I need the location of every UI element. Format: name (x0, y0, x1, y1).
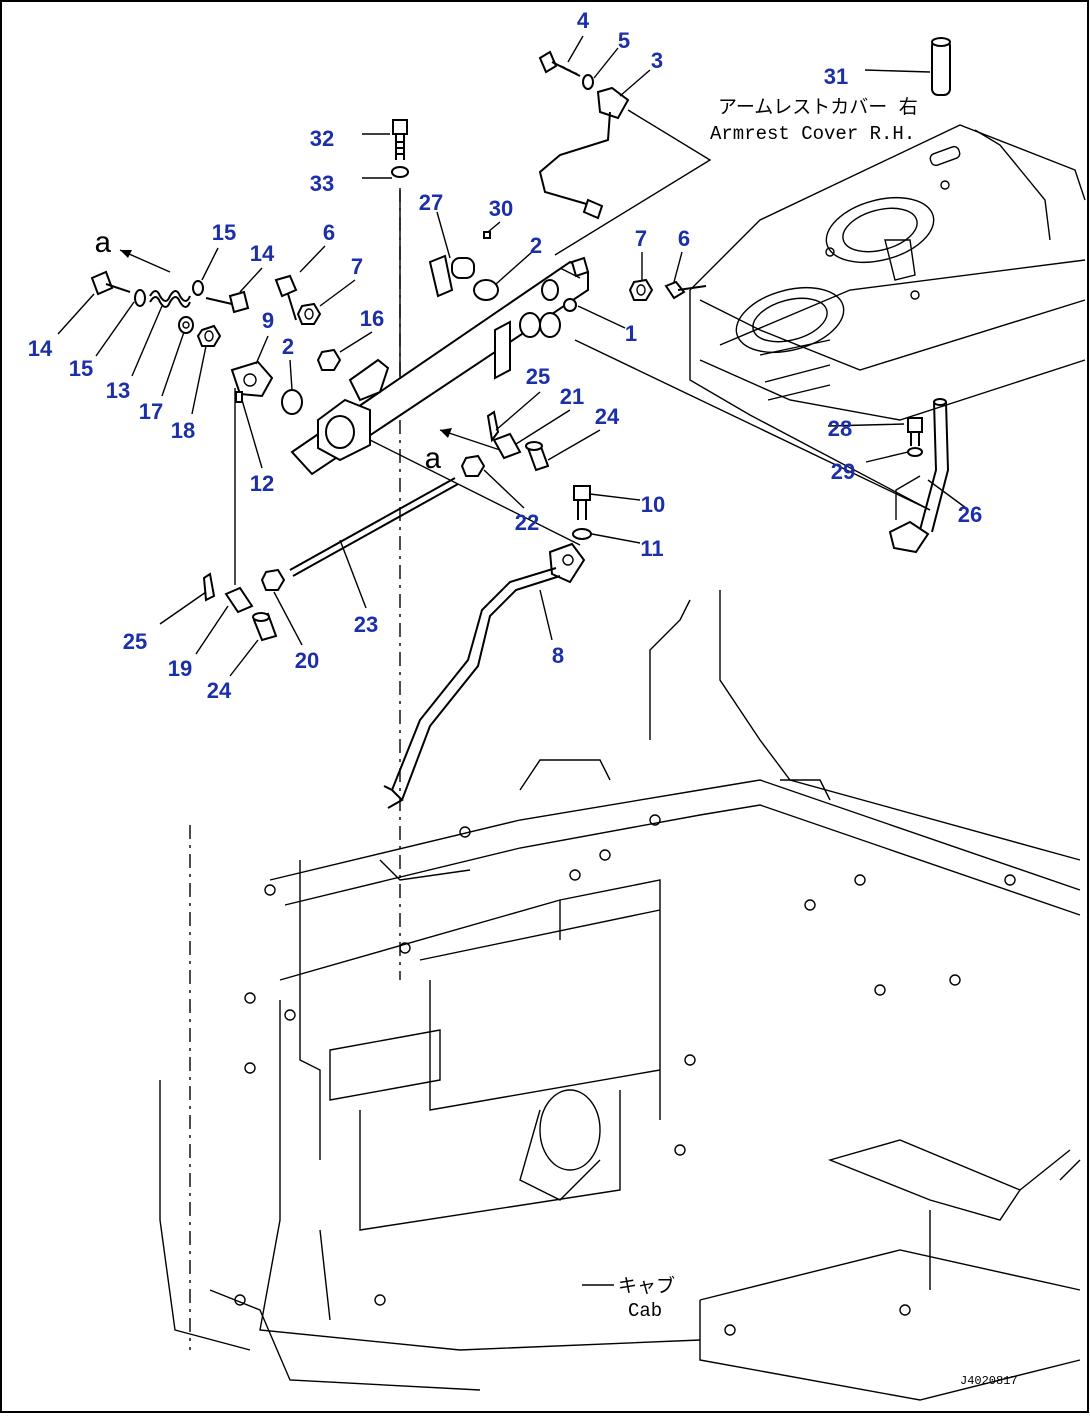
callout-30: 30 (489, 196, 513, 221)
part-21-joint (492, 432, 522, 460)
callout-18: 18 (171, 418, 195, 443)
cab-label-jp: キャブ (618, 1274, 675, 1298)
reference-a-left: a (94, 228, 112, 262)
part-18-nut (196, 324, 222, 347)
cab-frame (159, 590, 1081, 1401)
part-14-bolt-right (205, 290, 250, 314)
callout-23: 23 (354, 612, 378, 637)
part-12-pin (235, 391, 243, 403)
part-15-washer-left (134, 289, 146, 307)
callout-5: 5 (618, 28, 630, 53)
callout-29: 29 (831, 459, 855, 484)
armrest-label-en: Armrest Cover R.H. (710, 123, 915, 145)
part-24-pin-upper (525, 441, 550, 472)
callout-15: 15 (212, 220, 236, 245)
callout-15: 15 (69, 356, 93, 381)
callout-33: 33 (310, 171, 334, 196)
callout-3: 3 (651, 48, 663, 73)
leader-lines (57, 35, 967, 677)
projection-lines (234, 69, 931, 585)
callout-6: 6 (323, 220, 335, 245)
callout-10: 10 (641, 492, 665, 517)
callout-14: 14 (250, 241, 275, 266)
reference-arrow-a-right (439, 428, 501, 451)
callout-2: 2 (282, 334, 294, 359)
callout-20: 20 (295, 648, 319, 673)
callout-22: 22 (515, 510, 539, 535)
part-24-pin-lower (252, 612, 278, 642)
callout-21: 21 (560, 384, 584, 409)
callout-13: 13 (106, 378, 130, 403)
armrest-label-jp: アームレストカバー 右 (718, 96, 918, 119)
part-6-bolt-left (274, 274, 298, 321)
part-33-washer (391, 166, 409, 178)
part-22-nut (460, 454, 486, 477)
callout-28: 28 (828, 416, 852, 441)
part-5-washer (582, 74, 594, 90)
part-14-bolt-left (90, 270, 131, 296)
callout-1: 1 (625, 321, 637, 346)
callout-8: 8 (552, 643, 564, 668)
callout-24: 24 (595, 404, 620, 429)
part-2-bushing-upper (473, 279, 499, 301)
part-9-lever (230, 360, 274, 398)
part-26-lever (888, 398, 950, 554)
reference-arrow-a-left (119, 249, 171, 273)
callout-24: 24 (207, 678, 232, 703)
part-25-clip-lower (202, 572, 216, 602)
part-29-washer (907, 447, 923, 457)
part-25-clip-upper (486, 410, 500, 443)
part-7-nut-right (628, 278, 654, 301)
drawing-code: J4020817 (960, 1374, 1018, 1388)
part-20-nut (260, 568, 286, 591)
part-8-lever-rod (383, 542, 586, 809)
part-10-bolt (573, 485, 591, 520)
callout-6: 6 (678, 226, 690, 251)
callout-31: 31 (824, 64, 848, 89)
callout-25: 25 (123, 629, 147, 654)
callout-4: 4 (577, 8, 590, 33)
part-17-washer (178, 316, 194, 334)
callout-7: 7 (635, 226, 647, 251)
callout-12: 12 (250, 471, 274, 496)
callout-9: 9 (262, 308, 274, 333)
callout-2: 2 (530, 233, 542, 258)
part-23-rod (289, 477, 459, 577)
armrest-cover (689, 124, 1086, 511)
callout-32: 32 (310, 126, 334, 151)
part-1-washer (563, 298, 577, 312)
callout-16: 16 (360, 306, 384, 331)
main-plate (290, 256, 590, 476)
callout-25: 25 (526, 364, 550, 389)
part-4-bolt (538, 50, 581, 77)
cab-label-en: Cab (628, 1300, 662, 1322)
part-28-bolt (907, 417, 923, 446)
part-19-joint (224, 586, 254, 614)
reference-a-right: a (424, 444, 442, 478)
callout-17: 17 (139, 399, 163, 424)
part-16-nut (316, 348, 342, 371)
part-32-bolt (392, 119, 408, 160)
part-15-washer-right (192, 280, 204, 296)
part-27-bracket (428, 254, 475, 298)
part-7-nut-left (296, 302, 322, 325)
part-3-sensor (538, 86, 630, 220)
callout-26: 26 (958, 502, 982, 527)
callout-14: 14 (28, 336, 53, 361)
part-11-washer (572, 528, 592, 540)
part-30-small (483, 231, 491, 239)
part-6-bolt-right (664, 280, 707, 300)
callout-27: 27 (419, 190, 443, 215)
callout-19: 19 (168, 656, 192, 681)
part-2-bushing-lower (281, 389, 303, 415)
callout-7: 7 (351, 254, 363, 279)
part-13-spring (149, 290, 191, 308)
part-31-pin (931, 37, 951, 96)
callout-11: 11 (640, 536, 663, 561)
